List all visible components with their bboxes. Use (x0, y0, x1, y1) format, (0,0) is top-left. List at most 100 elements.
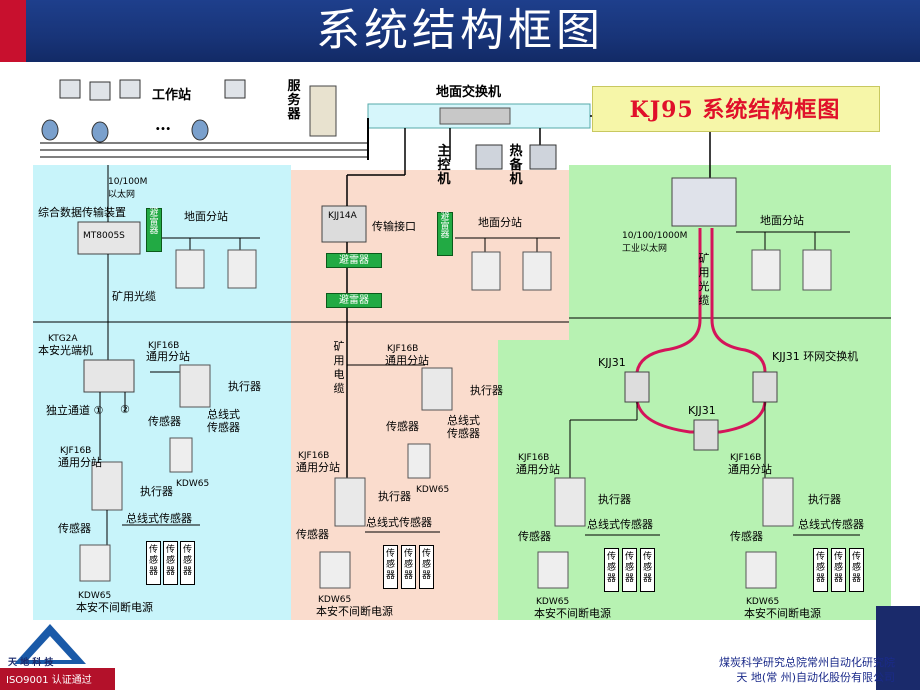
server-label: 服务器 (287, 79, 301, 122)
mid-arrester: 避雷器 (437, 212, 453, 256)
left-kdw2: KDW65 (78, 591, 112, 601)
zone-left (33, 165, 291, 620)
left-ground-station: 地面分站 (184, 210, 228, 223)
ktg2a-device (83, 359, 135, 393)
kjf16b-station (91, 461, 123, 511)
right-kdw: KDW65 (536, 597, 570, 607)
right-kjj-right: KJJ31 环网交换机 (772, 350, 859, 363)
left-bus-sensor2: 总线式传感器 (126, 512, 192, 525)
left-station-name: KJF16B (148, 341, 180, 351)
right-sensor-box: 传 感 器 (622, 548, 637, 592)
ground-station-device (175, 249, 205, 289)
left-net-label: 10/100M 以太网 (108, 177, 148, 200)
company-line1: 煤炭科学研究总院常州自动化研究院 (719, 656, 895, 669)
right-cable: 矿用光缆 (698, 252, 710, 307)
left-device-name: MT8005S (83, 231, 125, 241)
left-sensor-box: 传 感 器 (180, 541, 195, 585)
right-sensor-box: 传 感 器 (604, 548, 619, 592)
mid-station2-label: 通用分站 (296, 461, 340, 474)
right-sensor: 传感器 (518, 530, 551, 543)
left-station-label: 通用分站 (146, 350, 190, 363)
master-label: 主控机 (437, 144, 451, 187)
mid-interface-label: 传输接口 (372, 220, 416, 233)
kj95-title: KJ95 系统结构框图 (629, 97, 841, 123)
left-sensor: 传感器 (148, 415, 181, 428)
right-station2-name: KJF16B (730, 453, 762, 463)
left-kdw: KDW65 (176, 479, 210, 489)
left-cable: 矿用光缆 (112, 290, 156, 303)
mid-sensor2: 传感器 (296, 528, 329, 541)
right-bus-sensor2: 总线式传感器 (798, 518, 864, 531)
ground-station-device (751, 249, 781, 291)
mid-sensor-box: 传 感 器 (419, 545, 434, 589)
mid-arrester: 避雷器 (326, 293, 382, 308)
left-sensor-box: 传 感 器 (163, 541, 178, 585)
title-bar (0, 0, 920, 62)
system-diagram (33, 79, 891, 620)
kdw65-device (169, 437, 193, 473)
mid-sensor-box: 传 感 器 (383, 545, 398, 589)
ground-station-device (802, 249, 832, 291)
right-sensor-box: 传 感 器 (813, 548, 828, 592)
right-ups: 本安不间断电源 (534, 607, 611, 620)
right-sensor2: 传感器 (730, 530, 763, 543)
kdw65-device (79, 544, 111, 582)
kjj31-switch (752, 371, 778, 403)
master-pc-icon (475, 144, 503, 170)
left-channel-label: 独立通道 ① (46, 404, 104, 417)
kjf16b-station (421, 367, 453, 411)
mid-station2-name: KJF16B (298, 451, 330, 461)
right-sensor-box: 传 感 器 (640, 548, 655, 592)
left-sensor2: 传感器 (58, 522, 91, 535)
left-bus-sensor: 总线式 传感器 (207, 408, 240, 434)
right-kjj-bottom: KJJ31 (688, 404, 716, 417)
right-bus-sensor: 总线式传感器 (587, 518, 653, 531)
right-station-name: KJF16B (518, 453, 550, 463)
mid-station-name: KJF16B (387, 344, 419, 354)
kjj31-switch (693, 419, 719, 451)
kj95-title-box (592, 86, 880, 132)
workstation-label: 工作站 (152, 88, 192, 103)
ground-station-device (522, 251, 552, 291)
left-optic-name: KTG2A (48, 334, 78, 344)
kjf16b-station (179, 364, 211, 408)
kjj14a-device (321, 205, 367, 243)
mid-arrester: 避雷器 (326, 253, 382, 268)
company-line2: 天 地(常 州)自动化股份有限公司 (736, 671, 895, 684)
left-actuator: 执行器 (228, 380, 261, 393)
zone-right (569, 165, 891, 620)
right-ground-station: 地面分站 (760, 214, 804, 227)
right-station-label: 通用分站 (516, 463, 560, 476)
standby-pc-icon (529, 144, 557, 170)
left-sensor-box: 传 感 器 (146, 541, 161, 585)
mid-ups: 本安不间断电源 (316, 605, 393, 618)
right-ups2: 本安不间断电源 (744, 607, 821, 620)
ground-station-device (227, 249, 257, 289)
mid-bus-sensor: 总线式 传感器 (447, 414, 480, 440)
kdw65-device (745, 551, 777, 589)
kjf16b-station (762, 477, 794, 527)
mid-station-label: 通用分站 (385, 354, 429, 367)
mid-ground-station: 地面分站 (478, 216, 522, 229)
kjf16b-station (334, 477, 366, 527)
server-icon (309, 85, 337, 137)
kdw65-device (537, 551, 569, 589)
kjf16b-station (554, 477, 586, 527)
left-ups: 本安不间断电源 (76, 601, 153, 614)
right-kjj-left: KJJ31 (598, 356, 626, 369)
right-net-label: 10/100/1000M 工业以太网 (622, 231, 688, 254)
mid-actuator: 执行器 (470, 384, 503, 397)
ring-switch-top (671, 177, 737, 227)
right-sensor-box: 传 感 器 (831, 548, 846, 592)
mid-interface-name: KJJ14A (328, 211, 357, 221)
page-title: 系统结构框图 (316, 5, 604, 56)
workstation-icons (41, 79, 246, 143)
right-actuator: 执行器 (598, 493, 631, 506)
company-logo (14, 624, 86, 664)
left-channel2: ② (120, 403, 130, 416)
ground-station-device (471, 251, 501, 291)
right-kdw2: KDW65 (746, 597, 780, 607)
corner-decoration (876, 606, 920, 690)
fiber-ring (635, 228, 702, 373)
left-device-label: 综合数据传输装置 (38, 206, 126, 219)
